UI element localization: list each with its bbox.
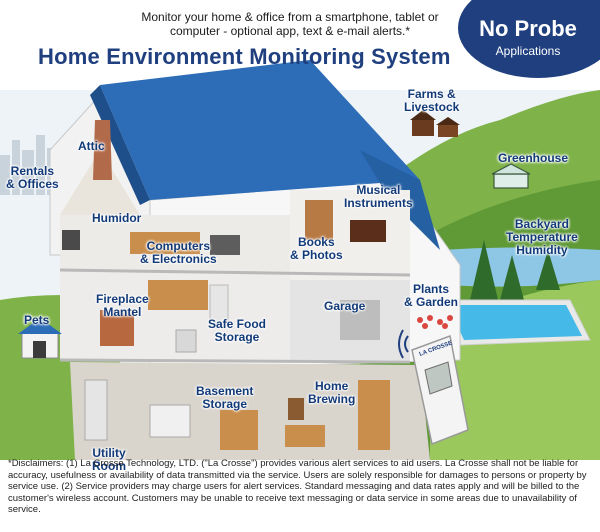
label-garage: Garage <box>324 299 366 313</box>
disclaimer-text: *Disclaimers: (1) La Crosse Technology, … <box>8 458 587 515</box>
wine-rack <box>285 425 325 447</box>
badge-title: No Probe <box>479 16 577 41</box>
pine-trees <box>470 240 560 300</box>
humidor-box <box>62 230 80 250</box>
storage-shelf <box>220 410 258 450</box>
swimming-pool <box>439 299 591 346</box>
label-greenhouse: Greenhouse <box>498 151 569 165</box>
garage-shelves <box>340 300 380 340</box>
fireplace <box>100 310 134 346</box>
chimney <box>93 120 112 180</box>
barn-icon <box>410 110 460 137</box>
roof <box>100 60 420 200</box>
label-home-brewing: Home Brewing <box>308 379 356 406</box>
badge-subtitle: Applications <box>495 44 561 58</box>
water-heater <box>84 379 108 441</box>
label-humidor: Humidor <box>92 211 142 225</box>
label-safe-food: Safe Food Storage <box>208 317 267 344</box>
sensor-device: LA CROSSE <box>411 334 469 446</box>
headline: Monitor your home & office from a smartp… <box>141 10 439 38</box>
computer-monitor <box>210 235 240 255</box>
dog-house-icon <box>18 318 62 359</box>
label-pets: Pets <box>24 313 50 327</box>
label-basement: Basement Storage <box>196 384 254 411</box>
kitchen-cabinets <box>148 280 208 310</box>
label-fireplace: Fireplace Mantel <box>96 292 149 319</box>
washer-dryer <box>149 404 191 438</box>
label-utility: Utility Room <box>92 446 126 473</box>
label-rentals: Rentals & Offices <box>6 164 59 191</box>
label-plants: Plants & Garden <box>404 282 459 309</box>
barrel <box>288 398 304 420</box>
piano <box>350 220 386 242</box>
fridge <box>209 284 229 326</box>
wireless-signal-icon <box>398 329 409 359</box>
brewing-cabinet <box>358 380 390 450</box>
flower-bed <box>417 315 453 329</box>
label-farms: Farms & Livestock <box>404 87 460 114</box>
bookshelf <box>305 200 333 240</box>
oven <box>175 329 197 353</box>
label-backyard: Backyard Temperature Humidity <box>506 217 578 257</box>
desk <box>130 232 200 254</box>
page-title: Home Environment Monitoring System <box>38 44 451 69</box>
label-computers: Computers & Electronics <box>140 239 217 266</box>
label-attic: Attic <box>78 139 105 153</box>
label-books: Books & Photos <box>290 235 343 262</box>
house <box>49 60 461 460</box>
label-musical: Musical Instruments <box>344 183 413 210</box>
greenhouse-icon <box>491 163 531 189</box>
